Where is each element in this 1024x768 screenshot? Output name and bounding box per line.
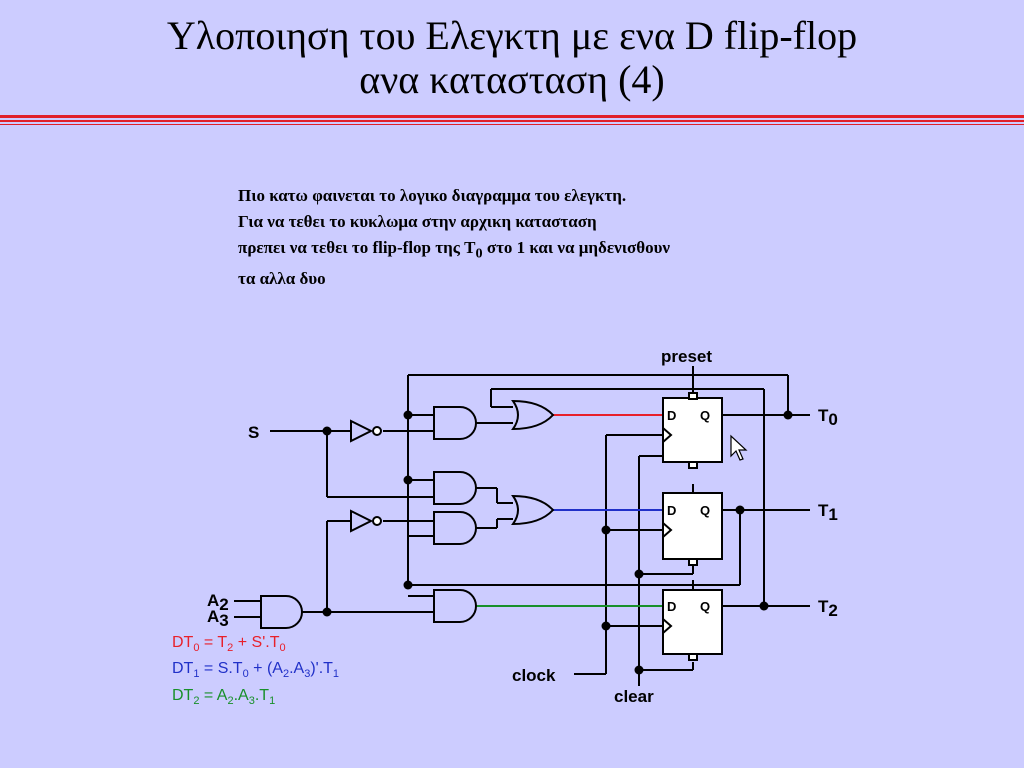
description-line: Πιο κατω φαινεται το λογικο διαγραμμα το… bbox=[238, 186, 627, 205]
inverter bbox=[350, 509, 374, 533]
ff-q-label: Q bbox=[700, 408, 710, 423]
description-line: πρεπει να τεθει το flip-flop της T0 στο … bbox=[238, 238, 671, 262]
input-a3-label: A3 bbox=[207, 607, 229, 630]
equation-dt1: DT1 = S.T0 + (A2.A3)'.T1 bbox=[172, 660, 339, 680]
clear-pin bbox=[688, 558, 698, 566]
inverter-bubble bbox=[372, 516, 382, 526]
junction-dot bbox=[322, 607, 332, 617]
junction-dot bbox=[601, 621, 611, 631]
inverters bbox=[350, 419, 382, 533]
junction-dot bbox=[403, 475, 413, 485]
title-divider bbox=[0, 120, 1024, 122]
clock-label: clock bbox=[512, 666, 556, 685]
d-flip-flop-t0 bbox=[662, 397, 723, 463]
preset-label: preset bbox=[661, 347, 712, 366]
input-s-label: S bbox=[248, 423, 259, 442]
junction-dot bbox=[601, 525, 611, 535]
junction-dot bbox=[634, 665, 644, 675]
and-gate bbox=[260, 595, 303, 629]
wires bbox=[234, 366, 810, 686]
description-text: Πιο κατω φαινεται το λογικο διαγραμμα το… bbox=[238, 183, 878, 292]
output-t2-label: T2 bbox=[818, 597, 838, 620]
clock-triangle bbox=[662, 427, 673, 443]
output-t0-label: T0 bbox=[818, 406, 838, 429]
junction-dot bbox=[322, 426, 332, 436]
junction-dot bbox=[403, 410, 413, 420]
clock-triangle bbox=[662, 618, 673, 634]
mouse-cursor-icon bbox=[730, 434, 748, 461]
slide-title: Υλοποιηση του Ελεγκτη με ενα D flip-flop… bbox=[0, 14, 1024, 102]
and-gate bbox=[433, 589, 477, 623]
junction-dot bbox=[759, 601, 769, 611]
junctions bbox=[322, 410, 793, 675]
clock-triangle bbox=[662, 522, 673, 538]
ff-q-label: Q bbox=[700, 503, 710, 518]
inverter-bubble bbox=[372, 426, 382, 436]
or-gate bbox=[511, 494, 555, 526]
d-flip-flop-t2 bbox=[662, 589, 723, 655]
ff-d-label: D bbox=[667, 503, 676, 518]
clear-pin bbox=[688, 653, 698, 661]
d-flip-flop-t1 bbox=[662, 492, 723, 560]
or-gates bbox=[511, 399, 555, 526]
equation-dt2: DT2 = A2.A3.T1 bbox=[172, 687, 275, 707]
slide-title-line2: ανα κατασταση (4) bbox=[359, 57, 665, 102]
description-line: Για να τεθει το κυκλωμα στην αρχικη κατα… bbox=[238, 212, 597, 231]
junction-dot bbox=[783, 410, 793, 420]
and-gates bbox=[260, 406, 477, 629]
junction-dot bbox=[634, 569, 644, 579]
ff-d-label: D bbox=[667, 408, 676, 423]
flip-flop-labels: D Q D Q D Q bbox=[667, 408, 710, 614]
junction-dot bbox=[735, 505, 745, 515]
ff-d-label: D bbox=[667, 599, 676, 614]
junction-dot bbox=[403, 580, 413, 590]
title-divider bbox=[0, 115, 1024, 118]
input-a2-label: A2 bbox=[207, 591, 229, 614]
and-gate bbox=[433, 406, 477, 440]
slide-title-line1: Υλοποιηση του Ελεγκτη με ενα D flip-flop bbox=[166, 13, 858, 58]
flip-flops bbox=[662, 392, 723, 661]
and-gate bbox=[433, 471, 477, 505]
and-gate bbox=[433, 511, 477, 545]
clear-pin bbox=[688, 461, 698, 469]
clear-label: clear bbox=[614, 687, 654, 706]
ff-q-label: Q bbox=[700, 599, 710, 614]
output-t1-label: T1 bbox=[818, 501, 838, 524]
description-line: τα αλλα δυο bbox=[238, 269, 326, 289]
equation-dt0: DT0 = T2 + S'.T0 bbox=[172, 634, 286, 654]
title-divider bbox=[0, 124, 1024, 125]
inverter bbox=[350, 419, 374, 443]
or-gate bbox=[511, 399, 555, 431]
preset-pin bbox=[688, 392, 698, 400]
